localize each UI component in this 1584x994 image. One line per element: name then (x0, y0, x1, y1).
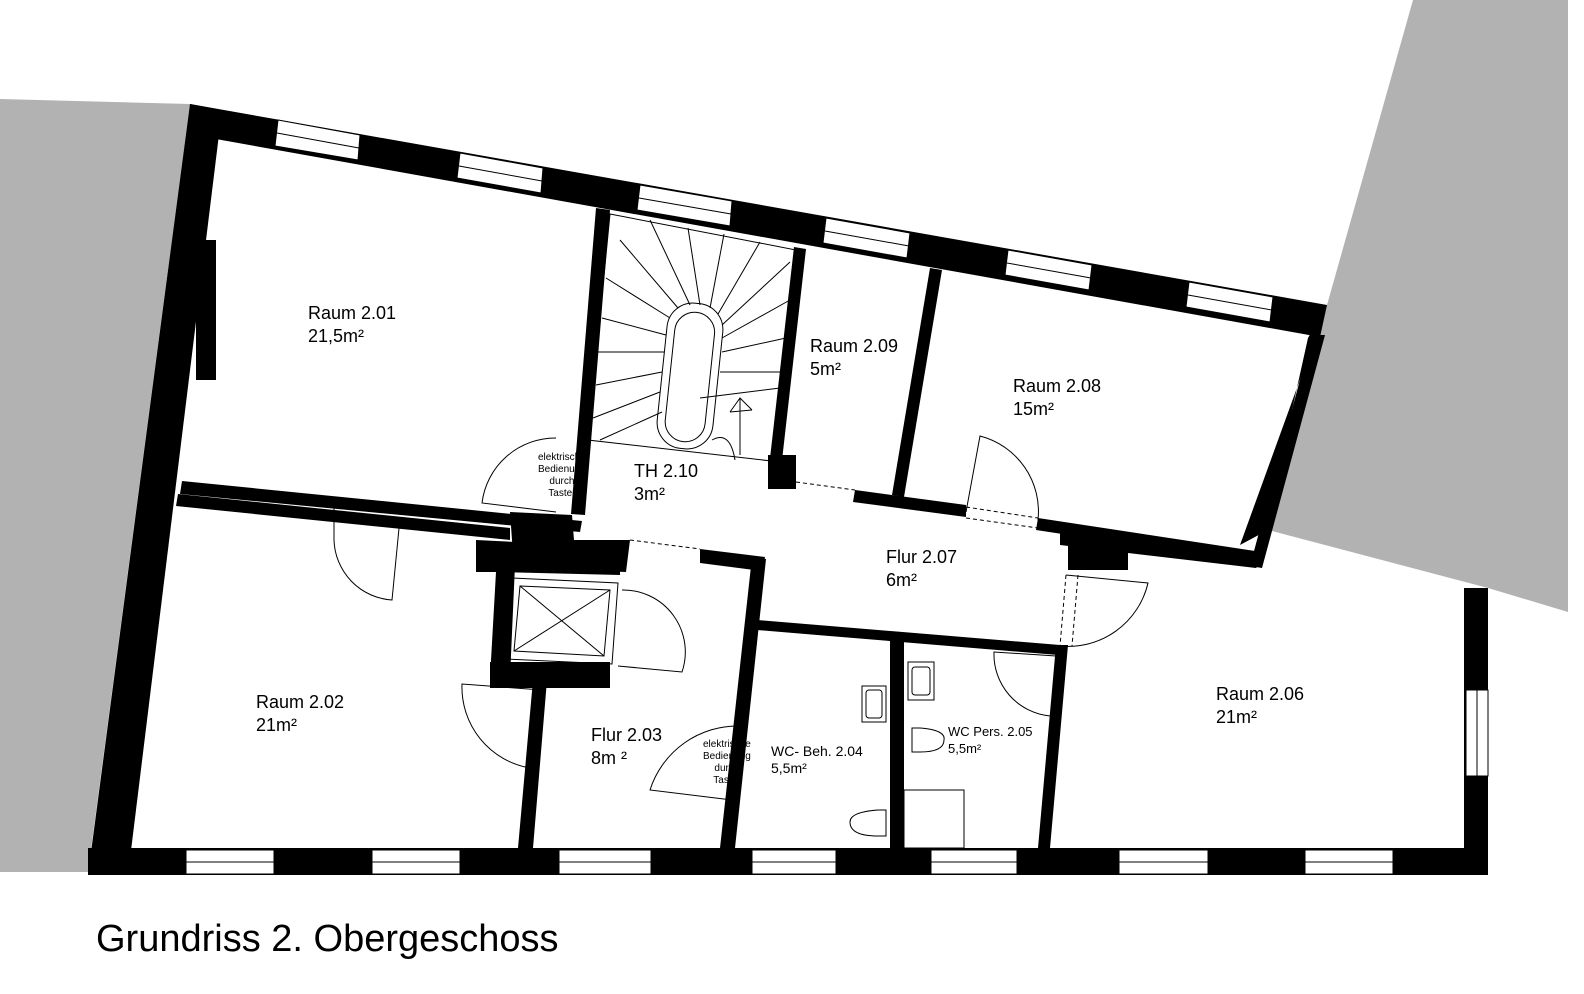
room-label-2-01: Raum 2.01 21,5m² (308, 302, 396, 348)
doors (333, 435, 1149, 801)
room-label-2-05: WC Pers. 2.05 5,5m² (948, 723, 1033, 757)
room-label-2-07: Flur 2.07 6m² (886, 546, 957, 592)
room-name: Raum 2.09 (810, 336, 899, 356)
note-line: elektrische (538, 452, 586, 463)
room-label-2-02: Raum 2.02 21m² (256, 691, 344, 737)
room-name: Flur 2.03 (591, 725, 663, 745)
room-area: 5,5m² (948, 741, 982, 756)
room-label-2-09: Raum 2.09 5m² (810, 335, 898, 381)
room-area: 3m² (634, 484, 665, 504)
note-line: Taster (713, 775, 741, 786)
room-area: 15m² (1013, 399, 1055, 419)
room-area: 6m² (886, 570, 917, 590)
door-note-electric-2: elektrische Bedienung durch Taster (703, 739, 751, 787)
note-line: Bedienung (538, 464, 586, 475)
sanitary-fixtures (849, 661, 965, 849)
stair-well (656, 302, 724, 450)
room-label-2-08: Raum 2.08 15m² (1013, 375, 1101, 421)
room-name: Raum 2.08 (1013, 376, 1102, 396)
note-line: Taster (548, 488, 576, 499)
lift (505, 577, 619, 665)
room-name: TH 2.10 (634, 461, 699, 481)
note-line: durch (714, 763, 740, 774)
room-area: 21m² (256, 715, 298, 735)
room-label-2-03: Flur 2.03 8m ² (591, 724, 662, 770)
staircase (587, 213, 797, 463)
neighbour-building-left (0, 99, 190, 872)
room-area: 8m ² (591, 748, 627, 768)
room-label-2-04: WC- Beh. 2.04 5,5m² (771, 743, 863, 777)
note-line: elektrische (703, 739, 751, 750)
plan-title: Grundriss 2. Obergeschoss (96, 918, 559, 960)
room-name: Flur 2.07 (886, 547, 958, 567)
room-area: 5,5m² (771, 760, 807, 776)
room-name: Raum 2.01 (308, 303, 397, 323)
toilet-icon (911, 727, 945, 753)
room-name: Raum 2.02 (256, 692, 345, 712)
room-name: WC Pers. 2.05 (948, 724, 1033, 739)
door-note-electric-1: elektrische Bedienung durch Taster (538, 452, 586, 500)
note-line: durch (549, 476, 575, 487)
note-line: Bedienung (703, 751, 751, 762)
room-label-2-06: Raum 2.06 21m² (1216, 683, 1304, 729)
room-area: 21m² (1216, 707, 1258, 727)
room-area: 21,5m² (308, 326, 365, 346)
neighbour-building-right (1268, 0, 1568, 612)
room-label-2-10: TH 2.10 3m² (634, 460, 698, 506)
room-name: Raum 2.06 (1216, 684, 1305, 704)
toilet-icon (849, 809, 887, 837)
room-name: WC- Beh. 2.04 (771, 743, 863, 759)
room-area: 5m² (810, 359, 841, 379)
window-sill-lines (186, 132, 1478, 863)
interior-walls (176, 208, 1255, 850)
